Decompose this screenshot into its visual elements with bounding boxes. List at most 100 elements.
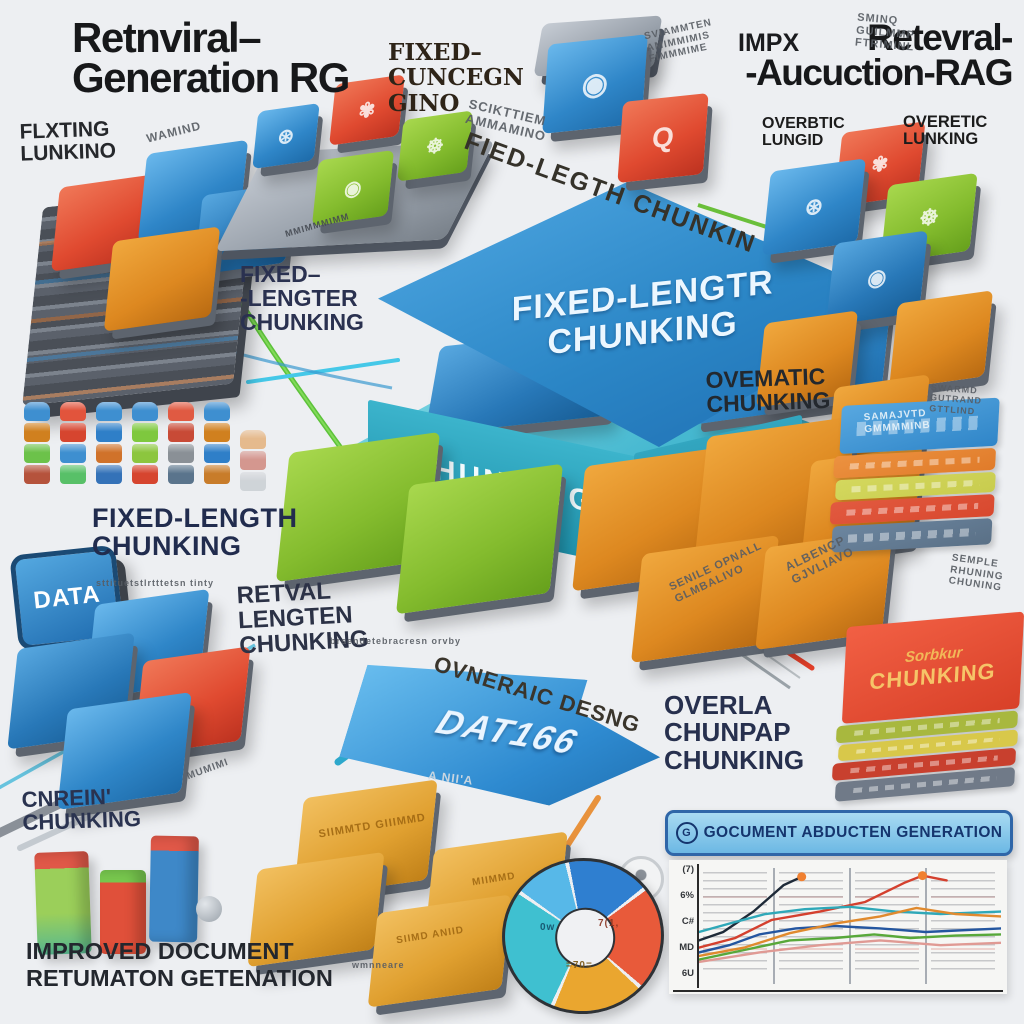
y-tick-label: C#	[681, 916, 694, 927]
label-fixting: FLXTING LUNKINO	[19, 117, 117, 166]
token-segment	[96, 402, 122, 421]
chart-marker	[917, 871, 928, 881]
token-column	[132, 402, 158, 484]
faint-text-column	[855, 872, 919, 976]
token-segment	[168, 444, 194, 463]
chart-line-pink	[699, 939, 1001, 964]
noise-text: SEMPLE RHUNING CHUNING	[947, 552, 1005, 594]
chart-line-orange	[699, 906, 1001, 958]
y-tick-label: (7)	[682, 864, 694, 875]
token-segment	[204, 402, 230, 421]
header-badge-icon: G	[675, 822, 698, 844]
token-segment	[204, 465, 230, 484]
label-overbtic: OVERBTIC LUNGID	[762, 115, 845, 149]
red-q-button: Q	[617, 92, 709, 184]
token-column	[96, 402, 122, 484]
q-icon: Q	[651, 120, 675, 155]
label-retval: RETVAL LENGTEN CHUNKING	[236, 577, 370, 660]
chart-marker	[797, 872, 807, 882]
label-overla: OVERLA CHUNPAP CHUNKING	[664, 690, 805, 775]
teal-connector	[246, 358, 400, 384]
red-book-chunking-label: CHUNKING	[868, 657, 997, 694]
noise-text: brsendetebracresn orvby	[330, 636, 462, 646]
red-chunking-book: Sorbkur CHUNKING	[831, 611, 1024, 802]
panel-header: G GOCUMENT ABDUCTEN GENERATION	[665, 810, 1013, 856]
gear-icon: ☸	[424, 133, 446, 160]
platform-button-green: ☸	[397, 110, 473, 182]
token-segment	[240, 472, 266, 491]
bar-red	[100, 870, 146, 954]
label-ovematic: OVEMATIC CHUNKING	[705, 363, 831, 418]
platform-title: FIXED-LENGTR CHUNKING	[512, 262, 774, 362]
title-top-left: Retnviral– Generation RG	[72, 14, 350, 101]
token-segment	[204, 444, 230, 463]
platform-button-green: ◉	[311, 149, 395, 227]
panel-header-label: GOCUMENT ABDUCTEN GENERATION	[703, 824, 1003, 841]
platform-button-blue: ⊛	[252, 102, 320, 170]
noise-text: 7(1,	[598, 918, 620, 929]
blue-connector	[231, 350, 393, 390]
noise-text: sttituetstlrtttetsn tinty	[96, 578, 214, 588]
column-divider	[773, 868, 775, 984]
token-segment	[132, 423, 158, 442]
token-column	[60, 402, 86, 484]
token-column	[204, 402, 230, 484]
token-column	[168, 402, 194, 484]
noise-text: SWARMD GUTRAND GTTLIND	[929, 382, 983, 417]
token-segment	[204, 423, 230, 442]
label-fixed-cuncegn: FIXED– CUNCEGN GINO	[388, 39, 524, 117]
y-axis	[697, 864, 699, 988]
noise-text: 0w	[540, 922, 556, 933]
line-chart	[699, 871, 1001, 964]
y-tick-label: 6%	[680, 890, 694, 901]
y-tick-label: MD	[679, 942, 694, 953]
token-segment	[96, 423, 122, 442]
token-segment	[132, 402, 158, 421]
results-panel: G GOCUMENT ABDUCTEN GENERATION (7) 6% C# MD…	[665, 810, 1013, 1000]
token-segment	[240, 451, 266, 470]
bar-blue	[149, 835, 199, 943]
token-segment	[60, 444, 86, 463]
red-book-cover: Sorbkur CHUNKING	[841, 611, 1024, 724]
chip-icon: ⊛	[276, 124, 296, 149]
label-improved-document: IMPROVED DOCUMENT RETUMATON GETENATION	[26, 938, 333, 991]
faint-text-column	[931, 872, 995, 976]
token-segment	[24, 465, 50, 484]
token-segment	[132, 465, 158, 484]
token-segment	[24, 444, 50, 463]
token-segment	[60, 402, 86, 421]
token-segment	[60, 423, 86, 442]
token-segment	[24, 423, 50, 442]
green-chunk-block	[395, 463, 564, 615]
cluster-cube-orange	[888, 290, 994, 390]
chart-line-teal	[699, 905, 1001, 934]
noise-text: =70=	[566, 960, 593, 971]
token-segment	[24, 402, 50, 421]
y-tick-label: 6U	[681, 968, 694, 979]
noise-text: SAMAJVTD GMMMMINB	[863, 407, 932, 435]
token-segment	[96, 444, 122, 463]
label-fixed-lengter: FIXED– -LENGTER CHUNKING	[240, 261, 364, 336]
token-segment	[96, 465, 122, 484]
token-columns	[24, 402, 266, 491]
token-column	[24, 402, 50, 484]
token-segment	[60, 465, 86, 484]
token-segment	[240, 430, 266, 449]
chunk-cube-orange	[103, 226, 221, 332]
data-badge-label: DATA	[32, 580, 102, 615]
label-chunking-garbled: CNREIN' CHUNKING	[21, 783, 142, 836]
title-imp-prefix: IMPX	[738, 29, 800, 57]
token-segment	[168, 402, 194, 421]
target-icon: ◉	[343, 176, 363, 202]
chart-line-green	[699, 933, 1001, 961]
column-divider	[925, 868, 927, 984]
orb-gray	[196, 896, 222, 922]
token-segment	[132, 444, 158, 463]
token-segment	[168, 465, 194, 484]
title-top-right: Retevral- -Aucuction-RAG	[745, 17, 1013, 94]
token-segment	[168, 423, 194, 442]
x-axis	[673, 989, 1003, 992]
chart-line-navy	[699, 875, 803, 942]
label-fixed-length-clear: FIXED-LENGTH CHUNKING	[92, 503, 298, 562]
